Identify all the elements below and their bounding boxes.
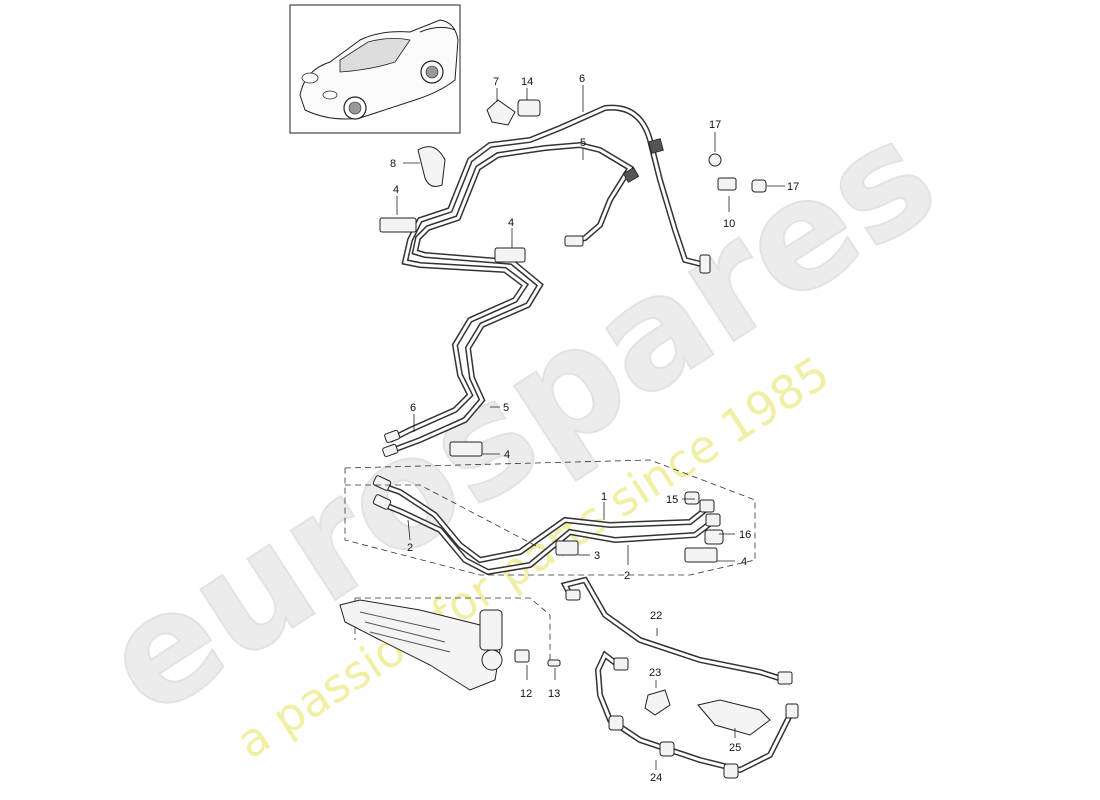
callout-5-lower: 5 — [503, 402, 509, 414]
callout-4-d: 4 — [741, 556, 747, 568]
grommet-icon — [417, 99, 767, 193]
callout-23: 23 — [649, 667, 661, 679]
pipe-assembly-lower — [372, 475, 721, 576]
cap-icon — [684, 491, 724, 545]
callout-4-c: 4 — [504, 449, 510, 461]
callout-2-right: 2 — [624, 570, 630, 582]
pipe-assembly-bottom — [560, 576, 799, 779]
callout-4-b: 4 — [508, 217, 514, 229]
callout-12: 12 — [520, 688, 532, 700]
callout-7: 7 — [493, 76, 499, 88]
callout-17-right: 17 — [787, 181, 799, 193]
leader-lines — [396, 85, 785, 770]
pipe-assembly-upper — [382, 104, 711, 458]
callout-15: 15 — [666, 494, 678, 506]
callout-10: 10 — [723, 218, 735, 230]
steering-rack-icon — [339, 599, 561, 691]
car-thumbnail-icon — [289, 4, 461, 134]
callout-5-upper: 5 — [580, 137, 586, 149]
callout-4-a: 4 — [393, 184, 399, 196]
callout-17-top: 17 — [709, 119, 721, 131]
clamp-icon — [379, 217, 718, 563]
watermark: eurospares a passion for parts since 198… — [74, 87, 966, 770]
callout-22: 22 — [650, 610, 662, 622]
callout-8: 8 — [390, 158, 396, 170]
bracket-icon — [644, 689, 771, 736]
callout-1: 1 — [601, 491, 607, 503]
callout-25: 25 — [729, 742, 741, 754]
callout-6-upper: 6 — [579, 73, 585, 85]
callout-14: 14 — [521, 76, 533, 88]
callout-6-lower: 6 — [410, 402, 416, 414]
callout-24: 24 — [650, 772, 662, 784]
callout-16: 16 — [739, 529, 751, 541]
callout-13: 13 — [548, 688, 560, 700]
callout-labels: 7 14 6 5 8 4 4 17 17 10 6 5 4 1 15 16 3 … — [390, 73, 799, 784]
callout-3: 3 — [594, 550, 600, 562]
callout-2-left: 2 — [407, 542, 413, 554]
